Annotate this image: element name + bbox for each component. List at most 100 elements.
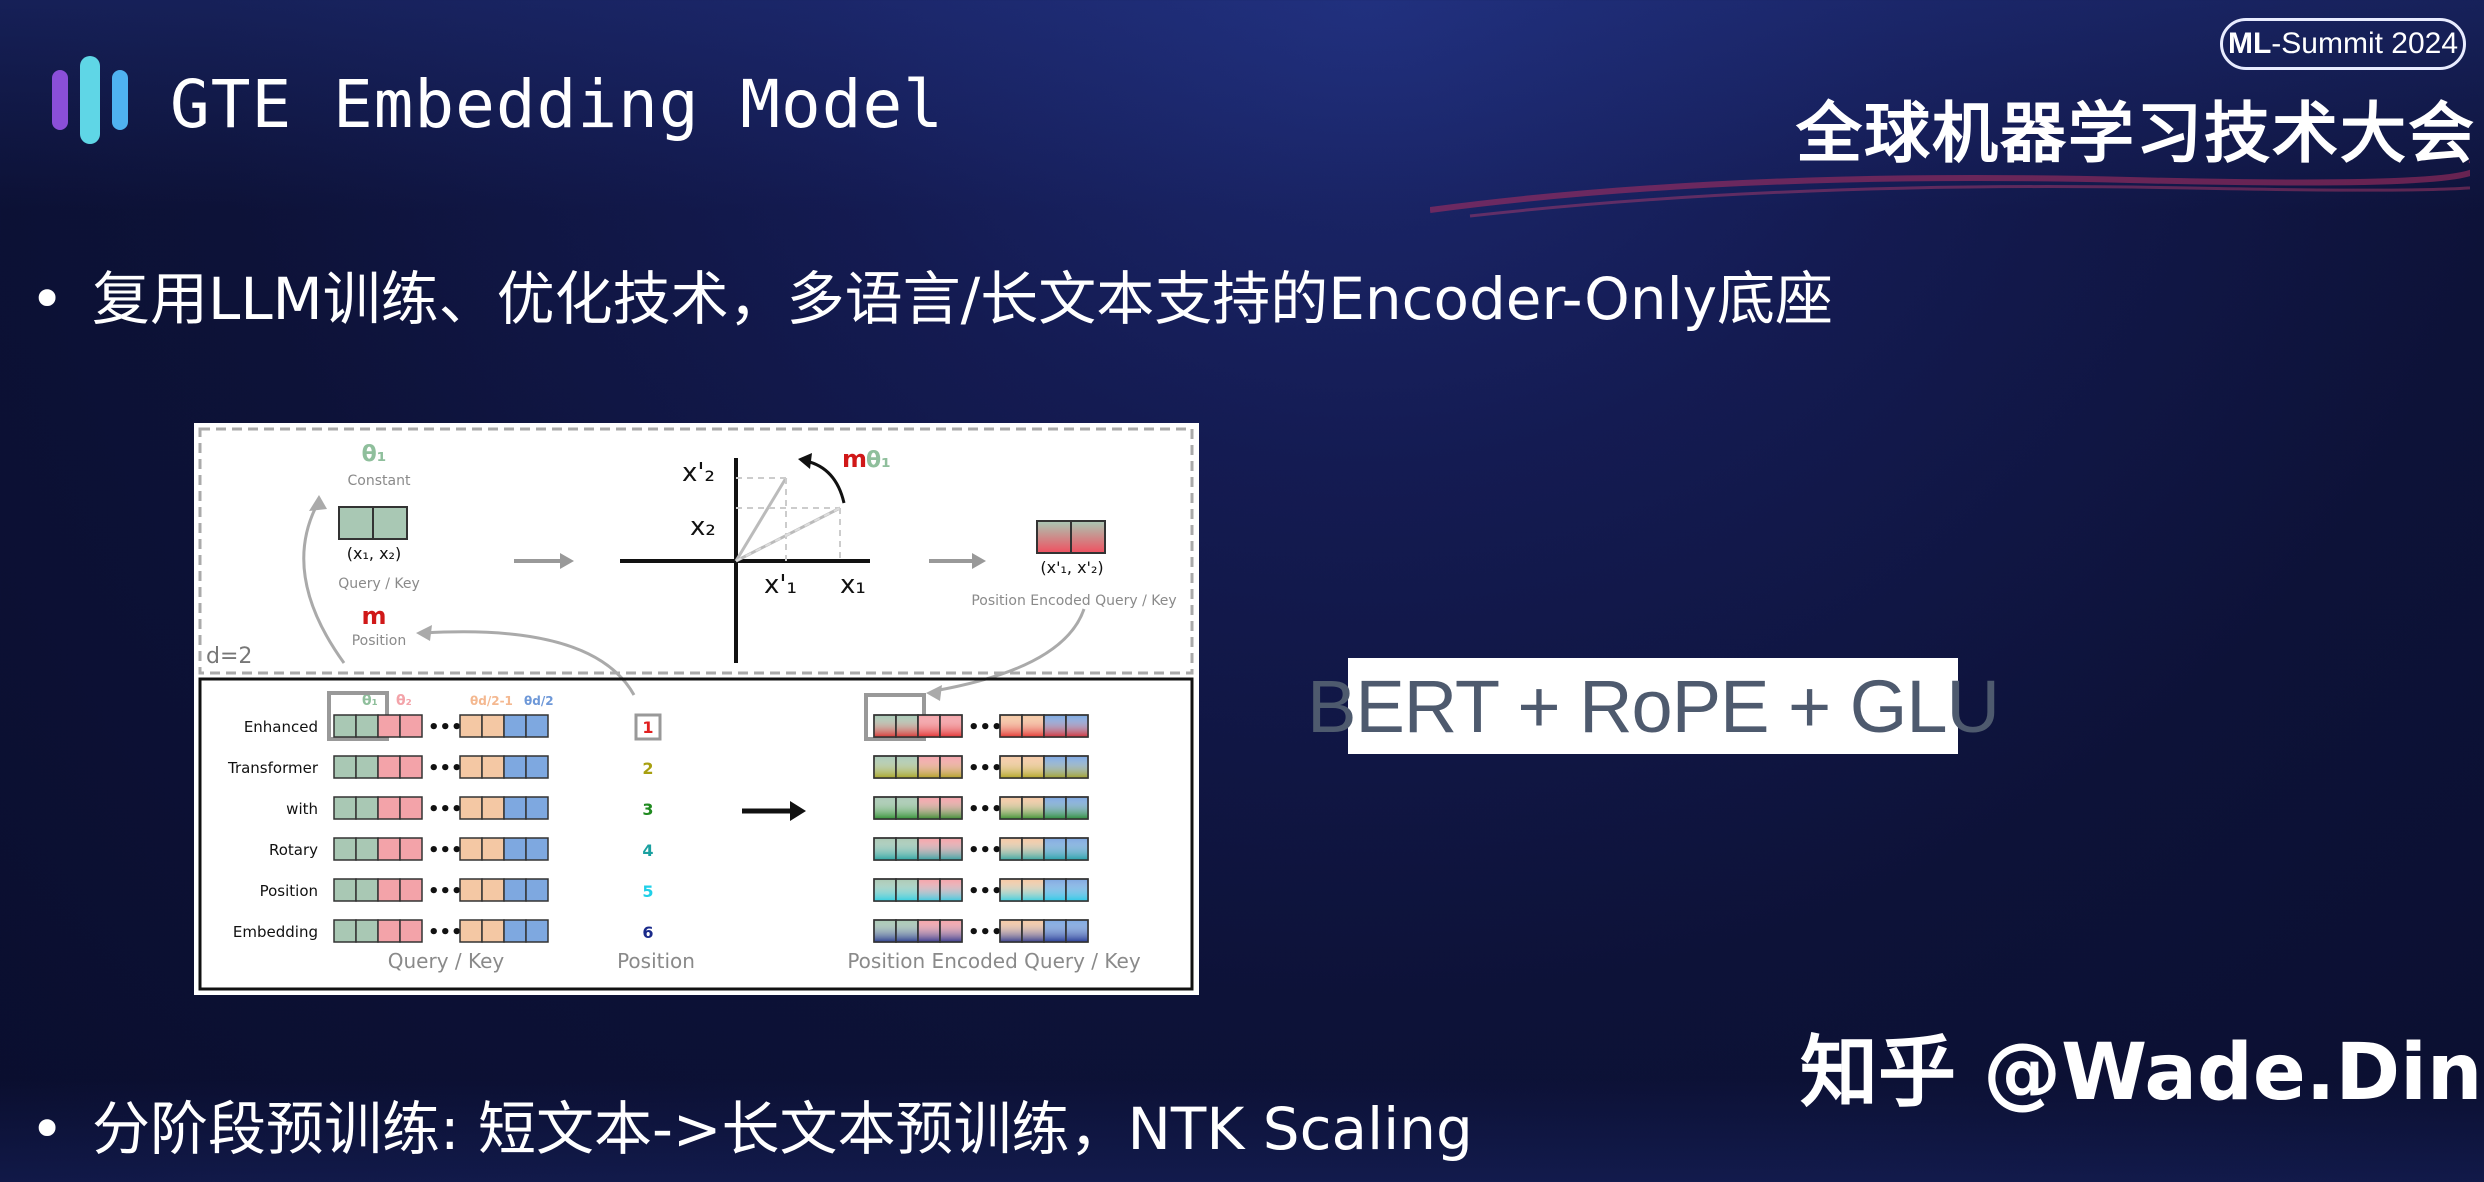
header-theta-3: θd/2-1: [470, 694, 513, 708]
query-key-cell: [333, 919, 357, 943]
query-key-cell: [503, 796, 527, 820]
query-key-cell: [503, 714, 527, 738]
position-number: 2: [642, 759, 653, 778]
rotation-theta: θ₁: [866, 448, 891, 473]
query-key-cell: [355, 796, 379, 820]
caption-query-key: Query / Key: [388, 949, 505, 973]
row-word: Transformer: [227, 759, 319, 777]
curve-arrow-encoded: [933, 608, 1086, 693]
conference-swoosh-decoration: [1430, 160, 2470, 218]
position-label: Position: [352, 633, 407, 649]
theta-constant-label: θ₁: [362, 442, 387, 467]
query-key-cell: [459, 878, 483, 902]
query-key-cell: [481, 755, 505, 779]
header-theta-1: θ₁: [362, 693, 378, 709]
axis-x1-prime: x'₁: [764, 570, 797, 600]
query-key-cell: [525, 837, 549, 861]
encoded-cell-overlay: [895, 919, 919, 943]
query-key-cell: [525, 714, 549, 738]
bullet-text: 复用LLM训练、优化技术，多语言/长文本支持的Encoder-Only底座: [92, 265, 1834, 333]
query-cell-2: [372, 506, 408, 540]
row-ellipsis: •••: [428, 799, 463, 820]
position-number: 6: [642, 923, 653, 942]
pair-label: (x₁, x₂): [347, 544, 401, 563]
header-glow: [0, 0, 2484, 210]
encoded-cell-overlay: [1065, 755, 1089, 779]
conference-name: 全球机器学习技术大会: [1796, 95, 2476, 172]
encoded-cell-overlay: [895, 714, 919, 738]
encoded-cell-overlay: [999, 837, 1023, 861]
header-theta-4: θd/2: [524, 694, 554, 708]
query-key-cell: [355, 837, 379, 861]
encoded-ellipsis: •••: [968, 717, 1003, 738]
query-key-cell: [399, 919, 423, 943]
summit-badge: ML-Summit 2024: [2220, 18, 2466, 70]
encoded-cell-overlay: [939, 796, 963, 820]
encoded-cell-overlay: [1065, 919, 1089, 943]
query-key-cell: [459, 755, 483, 779]
query-key-cell: [525, 878, 549, 902]
query-key-cell: [377, 878, 401, 902]
encoded-cell-overlay: [939, 755, 963, 779]
encoded-cell-overlay: [917, 714, 941, 738]
query-key-cell: [481, 878, 505, 902]
rotation-m: m: [842, 445, 867, 473]
encoded-ellipsis: •••: [968, 758, 1003, 779]
encoded-cell-overlay: [939, 837, 963, 861]
axis-x2-prime: x'₂: [682, 458, 715, 488]
encoded-cell-overlay: [917, 878, 941, 902]
rope-figure: θ₁ Constant (x₁, x₂) Query / Key m Posit…: [194, 423, 1199, 995]
encoded-cell-overlay: [939, 714, 963, 738]
query-key-cell: [503, 919, 527, 943]
query-key-cell: [459, 796, 483, 820]
encoded-ellipsis: •••: [968, 881, 1003, 902]
encoded-cell-overlay: [873, 837, 897, 861]
position-number: 4: [642, 841, 653, 860]
encoded-cell-overlay: [873, 714, 897, 738]
curve-arrow-theta: [302, 500, 346, 664]
query-key-cell: [459, 714, 483, 738]
encoded-cell-overlay: [939, 878, 963, 902]
encoded-cell-overlay: [1065, 878, 1089, 902]
query-key-cell: [399, 755, 423, 779]
bottom-glow: [0, 1080, 2484, 1182]
query-key-cell: [377, 919, 401, 943]
encoded-cell-overlay: [999, 878, 1023, 902]
encoded-cell-overlay: [895, 796, 919, 820]
encoded-cell-overlay: [1043, 796, 1067, 820]
encoded-cell-overlay: [1021, 919, 1045, 943]
caption-encoded: Position Encoded Query / Key: [847, 949, 1140, 973]
query-key-cell: [399, 837, 423, 861]
encoded-pair-label: (x'₁, x'₂): [1040, 558, 1103, 577]
query-key-cell: [355, 878, 379, 902]
encoded-cell-overlay: [1043, 755, 1067, 779]
encoded-cell-overlay: [873, 755, 897, 779]
curve-arrow-m: [423, 630, 636, 696]
row-ellipsis: •••: [428, 922, 463, 943]
query-key-cell: [355, 714, 379, 738]
query-key-cell: [333, 837, 357, 861]
position-number: 5: [642, 882, 653, 901]
encoded-cell-overlay: [917, 755, 941, 779]
encoded-cell-overlay: [999, 755, 1023, 779]
bullet-item: •复用LLM训练、优化技术，多语言/长文本支持的Encoder-Only底座: [30, 265, 1834, 333]
encoded-cell-overlay: [1043, 878, 1067, 902]
page-title: GTE Embedding Model: [170, 66, 944, 143]
row-ellipsis: •••: [428, 840, 463, 861]
query-key-cell: [333, 796, 357, 820]
row-word: Position: [260, 882, 318, 900]
constant-label: Constant: [348, 473, 411, 489]
rotation-arrow: [805, 459, 846, 504]
position-number: 3: [642, 800, 653, 819]
row-word: Rotary: [269, 841, 318, 859]
encoded-caption: Position Encoded Query / Key: [971, 593, 1176, 609]
encoded-cell-overlay: [895, 755, 919, 779]
row-ellipsis: •••: [428, 717, 463, 738]
header-theta-2: θ₂: [396, 693, 412, 709]
encoded-cell-2: [1070, 520, 1106, 554]
query-cell-1: [338, 506, 374, 540]
encoded-cell-overlay: [873, 878, 897, 902]
bullet-item: •分阶段预训练: 短文本->长文本预训练，NTK Scaling: [30, 1095, 1473, 1163]
top-dashed-box: [198, 427, 1194, 675]
watermark: 知乎 @Wade.Ding: [1800, 1028, 2484, 1118]
